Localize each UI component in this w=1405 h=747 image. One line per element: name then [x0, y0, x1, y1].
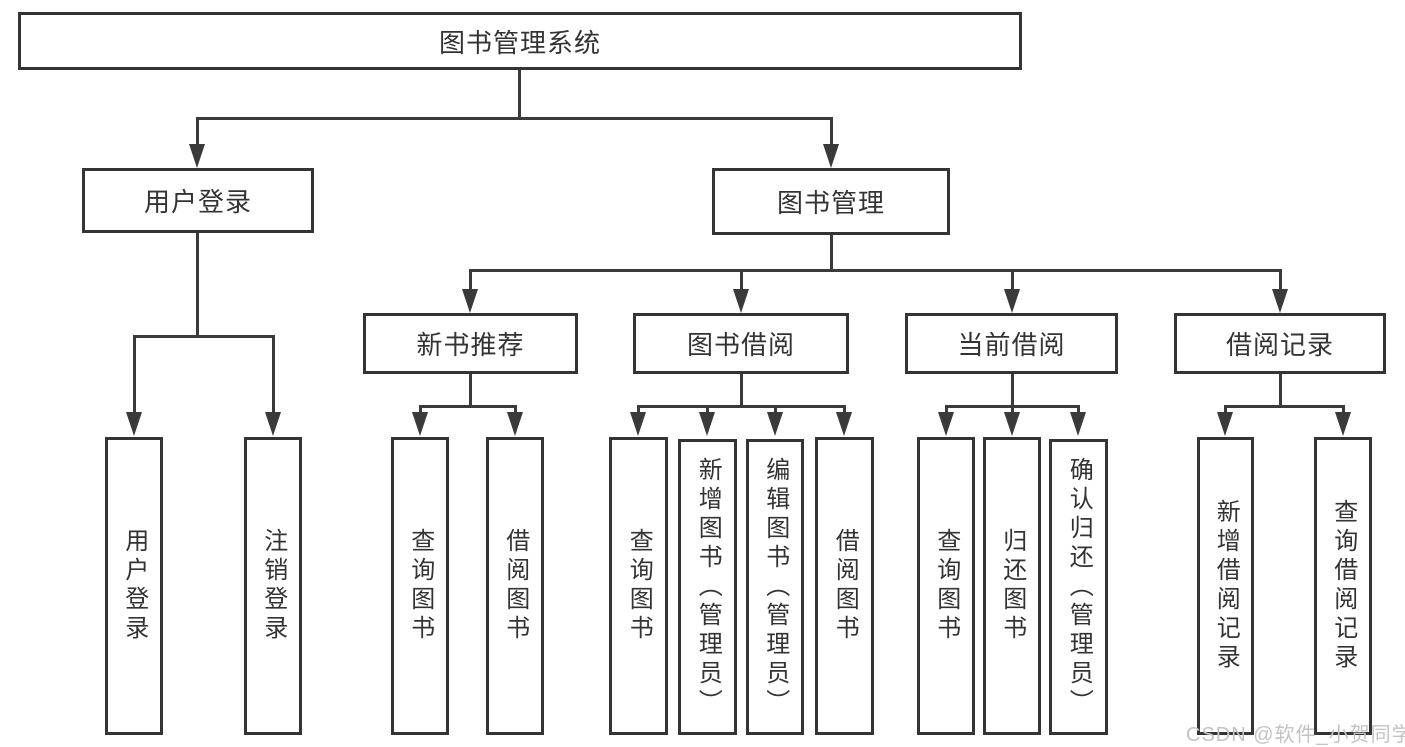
connector-line [1011, 269, 1014, 293]
node-add-book-admin: 新增图书（管理员） [678, 439, 737, 735]
leaf-label: 查询借阅记录 [1329, 499, 1357, 673]
arrow-down-icon [823, 144, 839, 168]
connector-line [1077, 405, 1080, 415]
connector-line [1224, 405, 1227, 415]
arrow-down-icon [126, 412, 142, 436]
connector-line [469, 374, 472, 407]
arrow-down-icon [1004, 412, 1020, 436]
connector-line [196, 117, 832, 120]
arrow-down-icon [1004, 289, 1020, 313]
arrow-down-icon [938, 412, 954, 436]
leaf-label: 用户登录 [120, 528, 148, 644]
connector-line [1279, 374, 1282, 407]
node-query-books-borrowing: 查询图书 [609, 437, 668, 735]
node-library-management-system: 图书管理系统 [18, 12, 1022, 70]
arrow-down-icon [767, 412, 783, 436]
arrow-down-icon [462, 289, 478, 313]
arrow-down-icon [507, 412, 523, 436]
connector-line [133, 335, 275, 338]
connector-line [196, 233, 199, 337]
connector-line [706, 405, 709, 415]
leaf-label: 新增借阅记录 [1212, 499, 1240, 673]
node-query-books-current: 查询图书 [917, 437, 975, 735]
node-new-book-recommendation: 新书推荐 [363, 313, 578, 374]
connector-line [514, 405, 517, 415]
connector-line [469, 269, 1281, 272]
connector-line [1011, 374, 1014, 407]
leaf-label: 注销登录 [259, 528, 287, 644]
connector-line [830, 235, 833, 271]
connector-line [133, 335, 136, 415]
leaf-label: 确认归还（管理员） [1065, 456, 1093, 718]
connector-line [1342, 405, 1345, 415]
leaf-label: 查询图书 [932, 528, 960, 644]
connector-line [945, 405, 948, 415]
node-query-borrow-record: 查询借阅记录 [1314, 437, 1372, 735]
csdn-watermark: CSDN @软件_小贺同学 [1186, 724, 1405, 746]
node-borrow-books-recommend: 借阅图书 [486, 437, 544, 735]
connector-line [419, 405, 516, 408]
arrow-down-icon [630, 412, 646, 436]
leaf-label: 查询图书 [625, 528, 653, 644]
node-edit-book-admin: 编辑图书（管理员） [746, 439, 804, 735]
connector-line [1279, 269, 1282, 293]
arrow-down-icon [836, 412, 852, 436]
arrow-down-icon [1217, 412, 1233, 436]
connector-line [518, 70, 521, 118]
arrow-down-icon [189, 144, 205, 168]
node-return-book: 归还图书 [983, 437, 1041, 735]
node-logout: 注销登录 [244, 437, 302, 735]
arrow-down-icon [265, 412, 281, 436]
connector-line [1011, 405, 1014, 415]
node-current-borrowing: 当前借阅 [905, 313, 1118, 374]
arrow-down-icon [1335, 412, 1351, 436]
node-add-borrow-record: 新增借阅记录 [1197, 437, 1254, 735]
connector-line [740, 374, 743, 407]
connector-line [774, 405, 777, 415]
connector-line [196, 117, 199, 145]
leaf-label: 借阅图书 [501, 528, 529, 644]
leaf-label: 借阅图书 [831, 528, 859, 644]
connector-line [830, 117, 833, 145]
node-book-management: 图书管理 [712, 168, 950, 235]
connector-line [419, 405, 422, 415]
node-borrowing-records: 借阅记录 [1174, 313, 1386, 374]
arrow-down-icon [1070, 412, 1086, 436]
node-query-books-recommend: 查询图书 [391, 437, 449, 735]
leaf-label: 归还图书 [998, 528, 1026, 644]
node-borrow-books: 借阅图书 [815, 437, 874, 735]
connector-line [740, 269, 743, 293]
arrow-down-icon [412, 412, 428, 436]
leaf-label: 新增图书（管理员） [694, 456, 722, 718]
leaf-label: 查询图书 [406, 528, 434, 644]
connector-line [1224, 405, 1344, 408]
connector-line [843, 405, 846, 415]
arrow-down-icon [699, 412, 715, 436]
connector-line [272, 335, 275, 415]
connector-line [637, 405, 845, 408]
arrow-down-icon [733, 289, 749, 313]
node-confirm-return-admin: 确认归还（管理员） [1049, 439, 1108, 735]
connector-line [637, 405, 640, 415]
leaf-label: 编辑图书（管理员） [761, 456, 789, 718]
node-user-login: 用户登录 [82, 168, 314, 233]
node-user-login-leaf: 用户登录 [105, 437, 163, 735]
connector-line [469, 269, 472, 293]
node-book-borrowing: 图书借阅 [633, 313, 849, 374]
arrow-down-icon [1272, 289, 1288, 313]
